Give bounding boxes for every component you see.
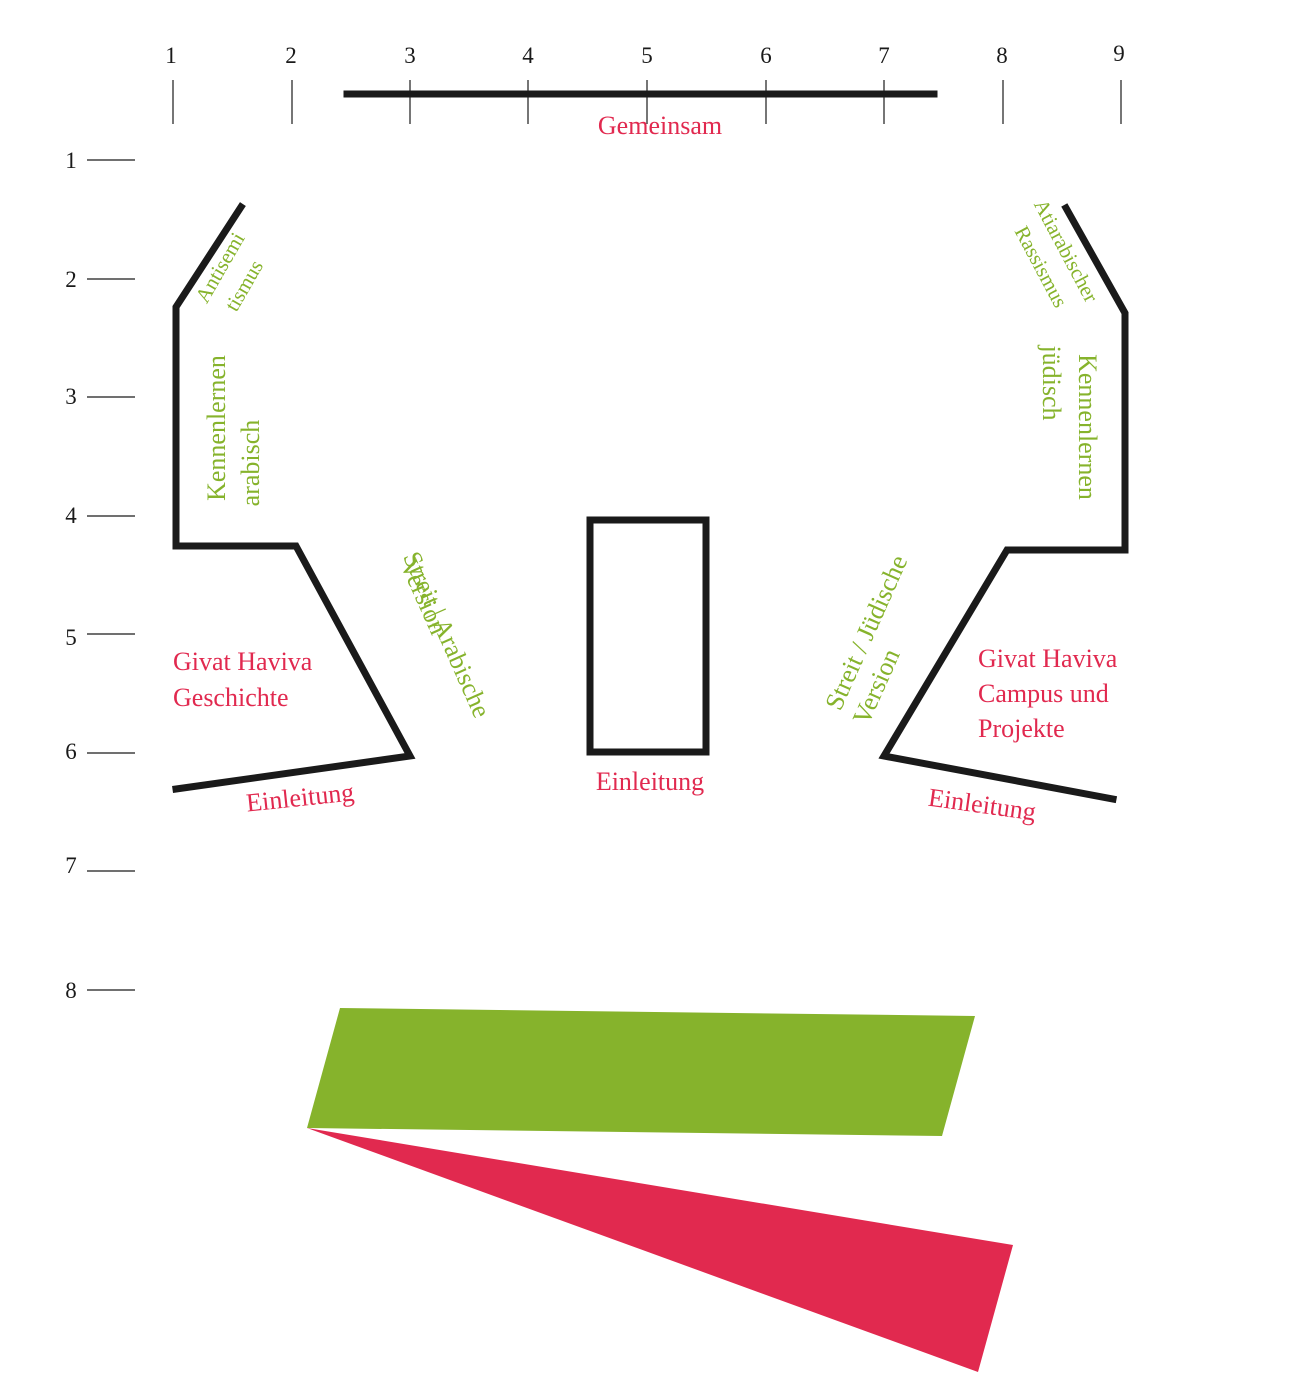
column-number: 2 [285,43,297,68]
walls [172,90,1129,804]
column-number: 3 [404,43,416,68]
label-campus-line2: Campus und [978,679,1109,708]
row-ruler: 1 2 3 4 5 6 7 8 [65,148,135,1003]
wall-right [878,203,1129,804]
label-kennenlernen-arabisch-line1: Kennenlernen [202,355,231,501]
label-geschichte-line2: Geschichte [173,683,289,712]
column-number: 7 [878,43,890,68]
label-einleitung-center: Einleitung [596,767,704,796]
column-number: 8 [996,43,1008,68]
row-number: 1 [65,148,77,173]
label-kennenlernen-juedisch-line2: jüdisch [1037,344,1066,420]
row-number: 6 [65,739,77,764]
wall-left [172,202,416,793]
label-geschichte-line1: Givat Haviva [173,647,313,676]
column-number: 5 [641,43,653,68]
row-number: 4 [65,503,77,528]
label-gemeinsam: Gemeinsam [598,111,722,140]
label-einleitung-left: Einleitung [245,777,356,817]
label-campus-line3: Projekte [978,714,1065,743]
column-ruler: 1 2 3 4 5 6 7 8 9 [165,41,1125,124]
row-number: 8 [65,978,77,1003]
row-number: 5 [65,625,77,650]
label-einleitung-right: Einleitung [927,783,1038,827]
red-band [307,1128,1013,1372]
label-kennenlernen-juedisch-line1: Kennenlernen [1073,354,1102,500]
label-kennenlernen-arabisch-line2: arabisch [236,420,265,507]
column-number: 9 [1113,41,1125,66]
row-number: 2 [65,267,77,292]
row-number: 7 [65,853,77,878]
column-number: 4 [522,43,534,68]
column-number: 6 [760,43,772,68]
row-number: 3 [65,384,77,409]
label-campus-line1: Givat Haviva [978,644,1118,673]
wall-center-block [586,516,710,756]
column-number: 1 [165,43,177,68]
green-band [307,1008,975,1136]
